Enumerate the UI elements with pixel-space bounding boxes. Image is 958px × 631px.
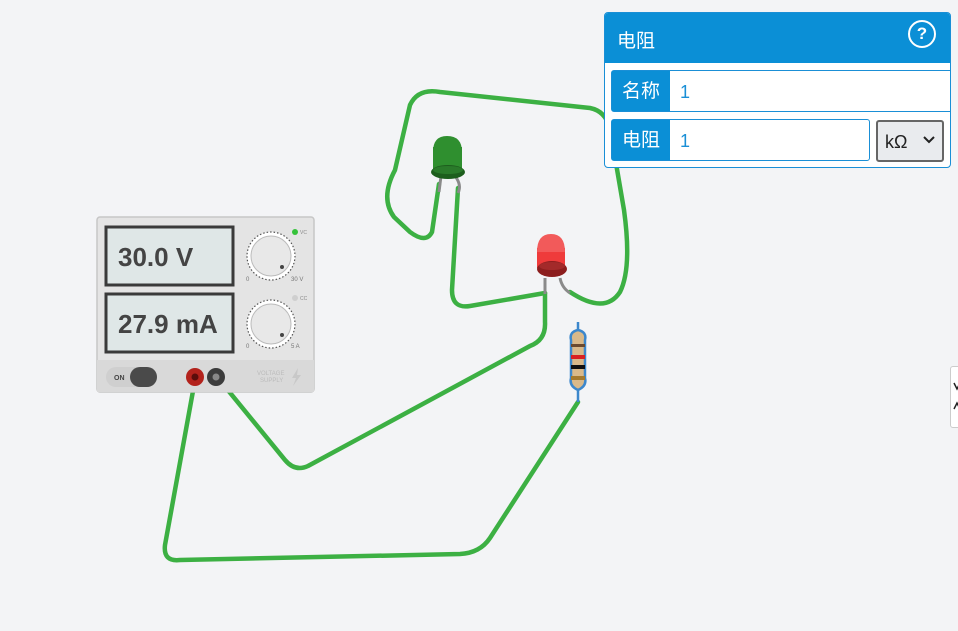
resistance-field-row: 电阻 (611, 119, 870, 162)
name-field-row: 名称 (611, 70, 950, 113)
chevron-down-icon (923, 136, 935, 144)
vc-indicator-light (292, 229, 298, 235)
properties-panel: 电阻 ? 名称 电阻 kΩ (604, 12, 951, 168)
lightning-icon (292, 368, 301, 386)
negative-terminal[interactable] (207, 368, 225, 386)
current-display: 27.9 mA (118, 309, 218, 339)
side-panel-arrows-icon (953, 382, 958, 410)
cc-label: CC (300, 296, 308, 302)
wire-red-led-to-supply-black[interactable] (215, 290, 548, 471)
power-switch[interactable]: ON (106, 367, 157, 387)
panel-header: 电阻 ? (605, 13, 950, 63)
wire-green-led-anode[interactable] (385, 89, 630, 306)
cc-indicator-light (292, 295, 298, 301)
positive-terminal[interactable] (186, 368, 204, 386)
name-input[interactable] (672, 71, 950, 113)
unit-selected-value: kΩ (885, 132, 908, 152)
wire-resistor-to-supply-red[interactable] (162, 377, 581, 563)
unit-select[interactable]: kΩ (876, 120, 944, 162)
green-led[interactable] (431, 136, 465, 194)
power-supply[interactable]: 30.0 V 27.9 mA VC 0 30 V CC 0 5 A ON (96, 216, 315, 393)
voltage-knob-min-label: 0 (246, 277, 250, 283)
voltage-knob-max-label: 30 V (291, 277, 303, 283)
brand-label-line1: VOLTAGE (257, 371, 284, 377)
brand-label-line2: SUPPLY (260, 378, 283, 384)
voltage-display: 30.0 V (118, 242, 194, 272)
side-panel-toggle[interactable] (950, 366, 958, 428)
resistor[interactable] (569, 322, 587, 402)
current-knob-min-label: 0 (246, 344, 250, 350)
power-switch-label: ON (114, 375, 125, 382)
name-label: 名称 (612, 71, 670, 111)
voltage-knob[interactable] (246, 231, 296, 281)
resistance-input[interactable] (672, 120, 869, 162)
current-knob-max-label: 5 A (291, 344, 300, 350)
help-icon[interactable]: ? (908, 20, 936, 48)
wire-green-led-cathode[interactable] (449, 185, 548, 309)
panel-title: 电阻 (617, 30, 656, 52)
vc-label: VC (300, 230, 307, 236)
resistance-label: 电阻 (612, 120, 670, 160)
red-led[interactable] (537, 234, 571, 295)
current-knob[interactable] (246, 299, 296, 349)
